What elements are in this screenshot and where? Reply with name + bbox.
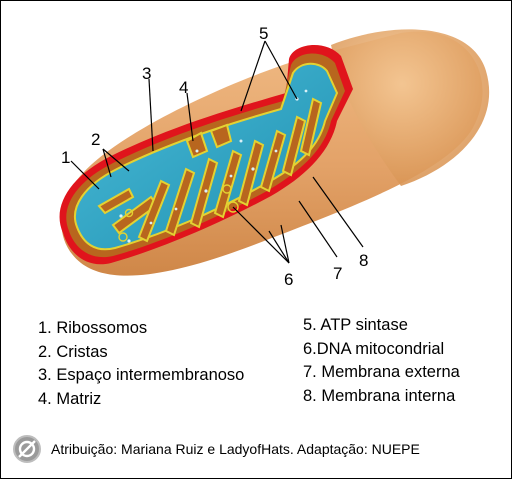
credit-line: Atribuição: Mariana Ruiz e LadyofHats. A… <box>13 433 499 465</box>
label-4: 4 <box>179 78 188 97</box>
legend-item: 6.DNA mitocondrial <box>303 339 445 358</box>
legend-item: 2. Cristas <box>38 342 108 361</box>
legend-item: 5. ATP sintase <box>303 316 408 334</box>
mitochondrion-diagram: 1 2 3 4 5 6 7 8 <box>59 24 490 289</box>
leader-lines <box>70 40 364 264</box>
legend-left: 1. Ribossomos 2. Cristas 3. Espaço inter… <box>38 317 244 411</box>
matrix <box>74 62 339 251</box>
label-8: 8 <box>359 251 368 270</box>
label-3: 3 <box>142 64 151 83</box>
public-domain-icon <box>13 435 41 463</box>
mitochondrial-dna <box>118 184 239 242</box>
credit-text: Atribuição: Mariana Ruiz e LadyofHats. A… <box>51 441 420 457</box>
label-2: 2 <box>91 130 100 149</box>
cristae <box>97 97 323 243</box>
label-6: 6 <box>284 270 293 289</box>
legend-item: 3. Espaço intermembranoso <box>38 366 245 384</box>
ribosome-granules <box>119 89 308 243</box>
legend-right: 5. ATP sintase 6.DNA mitocondrial 7. Mem… <box>303 314 460 408</box>
legend-item: 7. Membrana externa <box>303 363 460 381</box>
label-1: 1 <box>61 148 70 167</box>
legend-item: 1. Ribossomos <box>38 319 148 337</box>
legend-item: 8. Membrana interna <box>303 386 456 405</box>
label-7: 7 <box>333 264 342 283</box>
outer-shell-end-cap <box>331 29 490 186</box>
legend-item: 4. Matriz <box>38 389 102 408</box>
label-5: 5 <box>259 24 268 43</box>
